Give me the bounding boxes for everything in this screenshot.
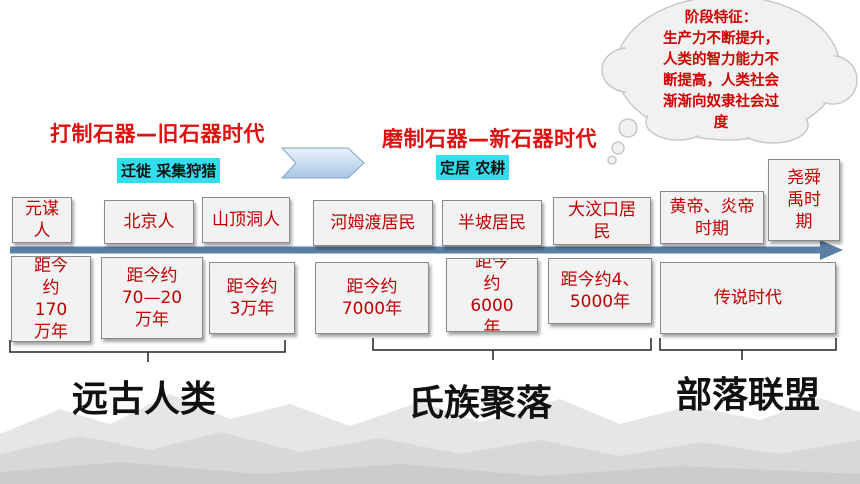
site-banpo: 半坡居民 — [442, 200, 542, 246]
timeline-arrow — [10, 240, 843, 260]
callout-line: 断提高，人类社会 — [663, 73, 779, 89]
neolithic-title: 磨制石器—新石器时代 — [382, 127, 597, 151]
brace-clan — [372, 338, 652, 360]
callout-line: 阶段特征： — [684, 10, 758, 26]
callout-line: 人类的智力能力不 — [663, 52, 779, 68]
date-shandingdong: 距今约3万年 — [209, 262, 295, 334]
brace-ancient — [9, 340, 286, 362]
brace-tribal — [659, 338, 837, 360]
site-beijing: 北京人 — [104, 200, 194, 244]
site-yao-shun-yu: 尧舜禹时期 — [768, 159, 840, 241]
date-legend-period: 传说时代 — [660, 262, 836, 334]
date-beijing: 距今约70—20万年 — [101, 257, 203, 339]
callout-line: 生产力不断提升， — [663, 31, 779, 47]
site-huangdi-yandi: 黄帝、炎帝时期 — [660, 191, 764, 244]
era-clan-settlements: 氏族聚落 — [408, 383, 553, 424]
site-shandingdong: 山顶洞人 — [202, 197, 290, 243]
callout-line: 度 — [713, 115, 729, 131]
callout-line: 渐渐向奴隶社会过 — [663, 94, 779, 110]
chevron-arrow-icon — [280, 147, 365, 179]
stage-feature-callout: 阶段特征： 生产力不断提升， 人类的智力能力不 断提高，人类社会 渐渐向奴隶社会… — [640, 8, 802, 134]
date-yuanmou: 距今约170万年 — [11, 256, 91, 342]
date-banpo: 距今约6000年 — [446, 258, 538, 332]
neolithic-tag: 定居 农耕 — [436, 155, 510, 180]
date-dawenkou: 距今约4、5000年 — [548, 258, 652, 324]
era-tribal-alliance: 部落联盟 — [676, 375, 821, 416]
paleolithic-tag: 迁徙 采集狩猎 — [117, 158, 221, 183]
paleolithic-title: 打制石器—旧石器时代 — [50, 122, 265, 146]
date-hemudu: 距今约7000年 — [315, 262, 429, 334]
era-ancient-humans: 远古人类 — [72, 379, 217, 420]
site-dawenkou: 大汶口居民 — [553, 197, 651, 245]
site-yuanmou: 元谋人 — [12, 197, 72, 243]
ink-mountains-background — [0, 394, 860, 484]
thought-cloud — [601, 0, 858, 165]
site-hemudu: 河姆渡居民 — [313, 200, 433, 246]
